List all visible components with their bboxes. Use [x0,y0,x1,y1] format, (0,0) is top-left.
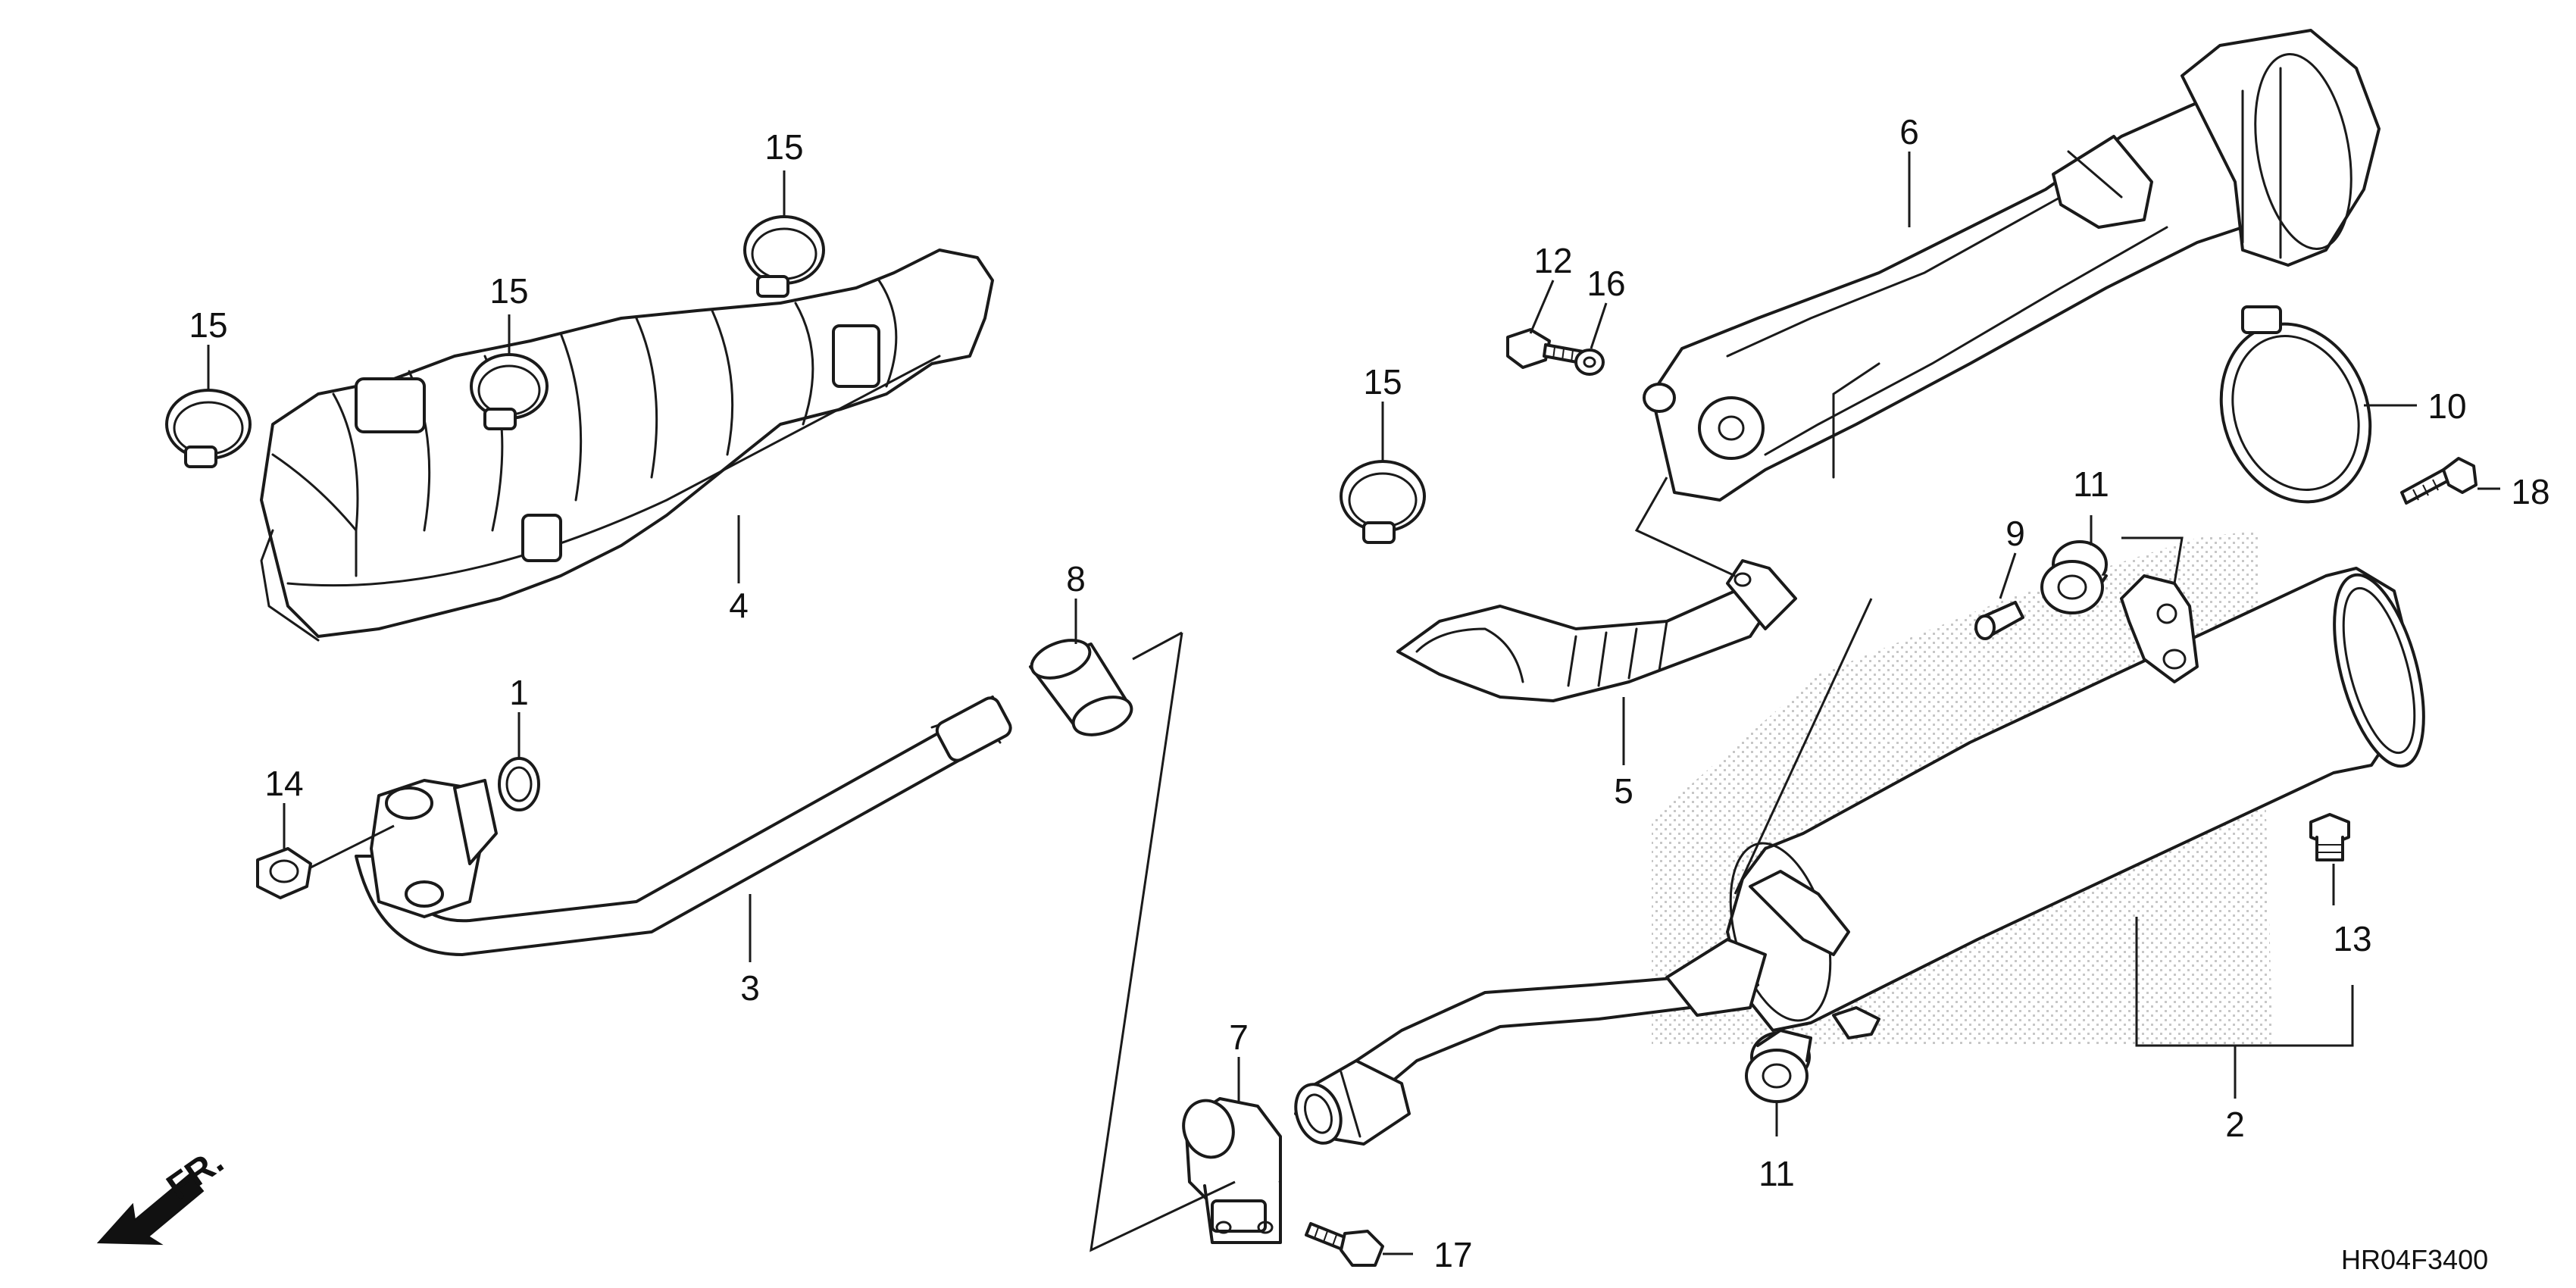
part-9-collar [1974,601,2024,640]
callout-13: 13 [2333,919,2371,958]
part-17-bolt [1305,1222,1384,1267]
callout-18: 18 [2511,472,2549,511]
part-14-flange-nut [256,847,312,899]
front-arrow-icon [96,1173,205,1246]
part-5-shield-plate [1396,559,1797,702]
callout-17: 17 [1433,1235,1472,1274]
part-10-band-clamp [2219,305,2372,504]
callout-2: 2 [2225,1105,2245,1144]
part-13-drain-bolt [2309,813,2350,861]
callout-12: 12 [1533,241,1572,280]
callout-7: 7 [1229,1018,1249,1057]
part-16-washer [1574,349,1605,376]
diagram-reference-code: HR04F3400 [2341,1244,2488,1275]
callout-15-d: 15 [1363,362,1402,402]
callout-4: 4 [729,586,749,625]
part-1-gasket [498,757,540,811]
callout-5: 5 [1614,771,1633,811]
part-7-pipe-clamp [1182,1097,1282,1244]
part-18-bolt [2400,457,2478,505]
callout-15-c: 15 [764,127,803,167]
callout-15-a: 15 [189,305,227,345]
part-11-rubber-bushing-a [2040,540,2108,614]
part-15-hose-clamp-c [743,215,825,298]
callout-1: 1 [509,673,529,712]
part-2-muffler [1294,567,2425,1146]
callout-16: 16 [1587,264,1625,303]
part-15-hose-clamp-a [165,389,252,468]
callout-14: 14 [264,764,303,803]
callout-labels: 1 2 3 4 5 6 7 8 9 10 11 11 12 13 14 15 1… [189,112,2549,1274]
callout-3: 3 [740,968,760,1008]
front-direction-indicator: FR. [96,1141,231,1246]
callout-15-b: 15 [489,271,528,311]
part-11-rubber-bushing-b [1745,1029,1812,1103]
part-4-front-heat-shield [260,249,994,642]
leader-lines [207,152,2500,1255]
part-15-hose-clamp-b [470,353,549,430]
callout-6: 6 [1899,112,1919,152]
part-15-hose-clamp-d [1340,460,1426,544]
callout-11-upper: 11 [2073,464,2109,504]
callout-9: 9 [2005,514,2025,553]
part-3-exhaust-pipe [355,696,1012,956]
part-8-pipe-sleeve [1029,639,1133,736]
callout-11-lower: 11 [1758,1154,1795,1193]
callout-8: 8 [1066,559,1086,599]
part-6-muffler-protector [1643,29,2381,502]
callout-10: 10 [2428,386,2466,426]
